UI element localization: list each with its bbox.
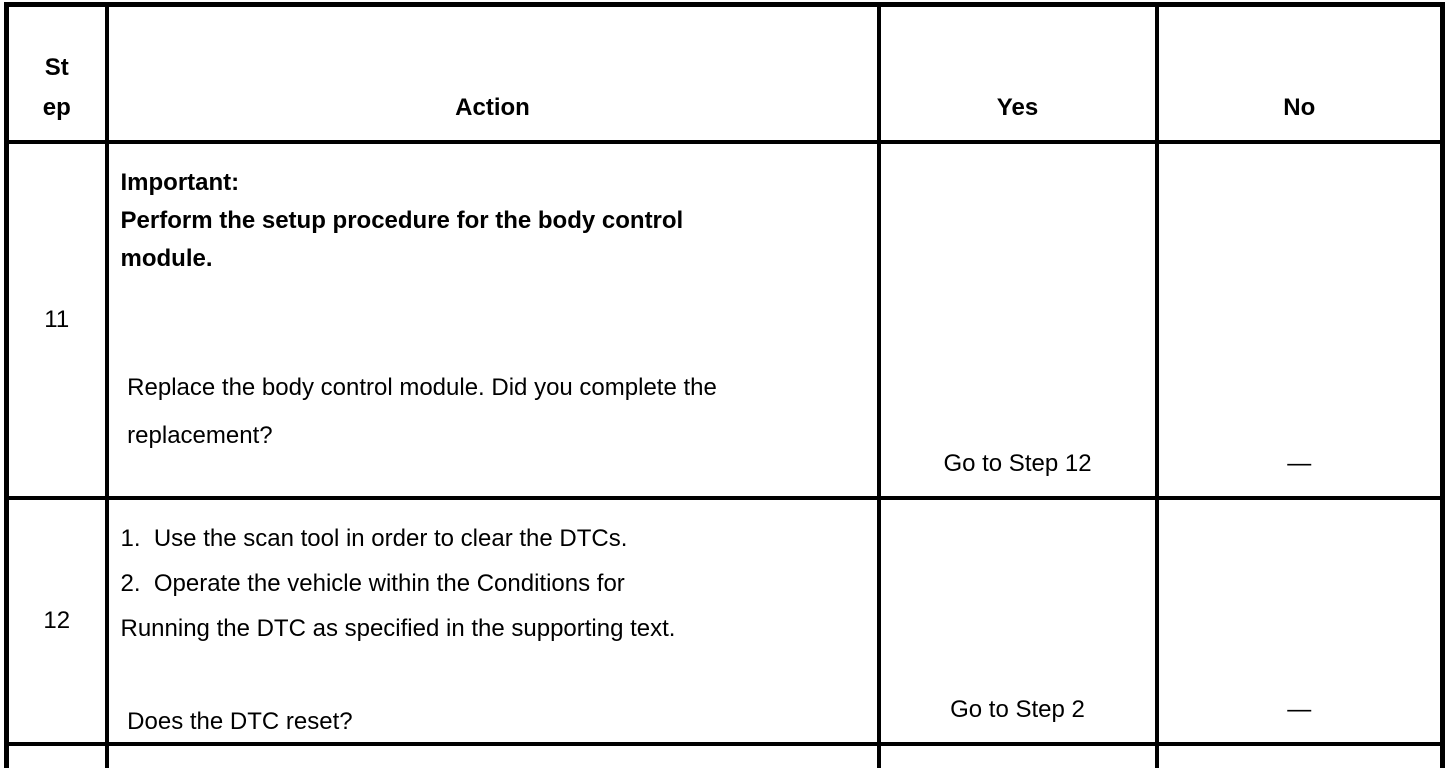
- no-cell: —: [1154, 495, 1445, 746]
- column-header-yes: Yes: [876, 2, 1159, 144]
- column-header-no: No: [1154, 2, 1445, 144]
- yes-cell: Go to Step 12: [876, 139, 1159, 500]
- yes-cell-empty: [876, 741, 1159, 768]
- no-cell-empty: [1154, 741, 1445, 768]
- table-header-row: St ep Action Yes No: [4, 2, 1445, 144]
- step-number: 12: [4, 495, 109, 746]
- table-row-partial: [4, 741, 1445, 768]
- action-cell: Important: Perform the setup procedure f…: [104, 139, 881, 500]
- diagnostic-steps-table: St ep Action Yes No 11 Important: Perfor…: [4, 2, 1445, 768]
- table-row-step-11: 11 Important: Perform the setup procedur…: [4, 139, 1445, 500]
- action-steps-list: 1. Use the scan tool in order to clear t…: [120, 524, 676, 642]
- step-number: 11: [4, 139, 109, 500]
- step-cell-empty: [4, 741, 109, 768]
- table-row-step-12: 12 1. Use the scan tool in order to clea…: [4, 495, 1445, 746]
- no-cell: —: [1154, 139, 1445, 500]
- column-header-step: St ep: [4, 2, 109, 144]
- yes-cell: Go to Step 2: [876, 495, 1159, 746]
- action-question: Does the DTC reset?: [120, 707, 353, 735]
- action-question: Replace the body control module. Did you…: [127, 373, 717, 449]
- action-cell-empty: [104, 741, 881, 768]
- action-cell: 1. Use the scan tool in order to clear t…: [104, 495, 881, 746]
- column-header-action: Action: [104, 2, 881, 144]
- important-note: Important: Perform the setup procedure f…: [120, 168, 684, 272]
